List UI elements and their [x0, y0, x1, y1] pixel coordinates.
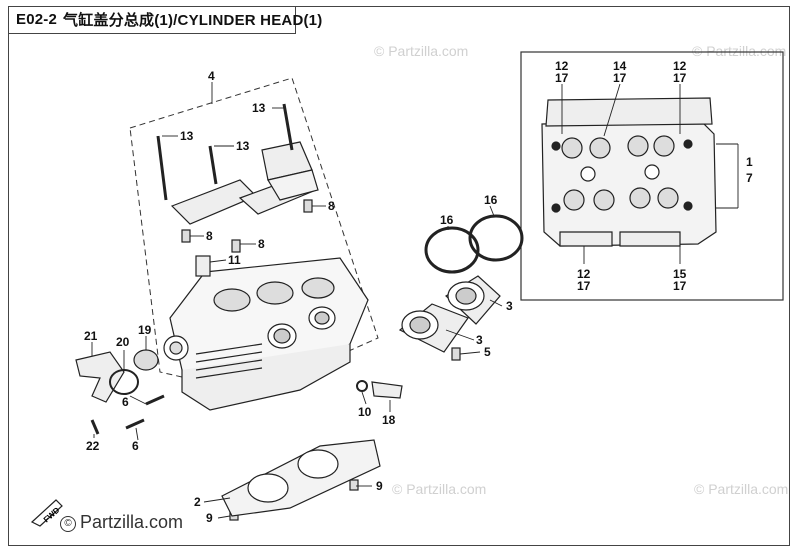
callout-20: 20: [116, 335, 130, 349]
callout-9: 9: [206, 511, 213, 525]
partzilla-brand: ©Partzilla.com: [60, 512, 183, 533]
callout-3: 3: [476, 333, 483, 347]
head-gasket-drawing: [221, 439, 381, 517]
inset-callout-14: 14: [613, 59, 627, 73]
watermark: © Partzilla.com: [694, 481, 788, 497]
inset-callout-17: 17: [673, 71, 687, 85]
inset-callout-12: 12: [673, 59, 687, 73]
callout-9: 9: [376, 479, 383, 493]
callout-5: 5: [484, 345, 491, 359]
callout-8: 8: [328, 199, 335, 213]
diagram-code: E02-2: [16, 11, 58, 28]
inset-callout-15: 15: [673, 267, 687, 281]
callout-13: 13: [236, 139, 250, 153]
callout-3: 3: [506, 299, 513, 313]
inset-callout-1: 1: [746, 155, 753, 169]
leader-lines: [91, 82, 739, 519]
diagram-title: E02-2 气缸盖分总成(1)/CYLINDER HEAD(1): [8, 6, 322, 34]
inset-callout-17: 17: [613, 71, 627, 85]
callout-22: 22: [86, 439, 100, 453]
callout-16: 16: [484, 193, 498, 207]
watermark: © Partzilla.com: [392, 481, 486, 497]
watermark: © Partzilla.com: [692, 43, 786, 59]
brand-name: Partzilla.com: [80, 512, 184, 532]
inset-callout-17: 17: [577, 279, 591, 293]
callout-2: 2: [194, 495, 201, 509]
callout-13: 13: [252, 101, 266, 115]
diagram-frame: [8, 6, 790, 546]
callout-4: 4: [208, 69, 215, 83]
inset-callout-12: 12: [577, 267, 591, 281]
callout-8: 8: [206, 229, 213, 243]
callout-6: 6: [122, 395, 129, 409]
callout-8: 8: [258, 237, 265, 251]
inset-box: [520, 51, 784, 301]
inset-callout-17: 17: [555, 71, 569, 85]
inset-callout-17: 17: [673, 279, 687, 293]
callout-labels: 4 13 13 13 8 8 8 11 16 16 3 3 5 21 20 19…: [84, 59, 753, 525]
inset-callout-12: 12: [555, 59, 569, 73]
watermark-layer: © Partzilla.com © Partzilla.com © Partzi…: [374, 43, 788, 497]
fwd-arrow-icon: FWD: [30, 499, 63, 527]
callout-6: 6: [132, 439, 139, 453]
callout-16: 16: [440, 213, 454, 227]
watermark: © Partzilla.com: [374, 43, 468, 59]
callout-11: 11: [228, 253, 241, 267]
callout-19: 19: [138, 323, 152, 337]
callout-21: 21: [84, 329, 98, 343]
callout-13: 13: [180, 129, 194, 143]
callout-10: 10: [358, 405, 372, 419]
callout-18: 18: [382, 413, 396, 427]
intake-parts-drawing: [398, 214, 524, 361]
diagram-title-text: 气缸盖分总成(1)/CYLINDER HEAD(1): [63, 12, 323, 29]
inset-callout-7: 7: [746, 171, 753, 185]
inset-head-drawing: [541, 97, 717, 247]
copyright-icon: ©: [60, 516, 76, 532]
cylinder-head-drawing: [156, 103, 369, 411]
